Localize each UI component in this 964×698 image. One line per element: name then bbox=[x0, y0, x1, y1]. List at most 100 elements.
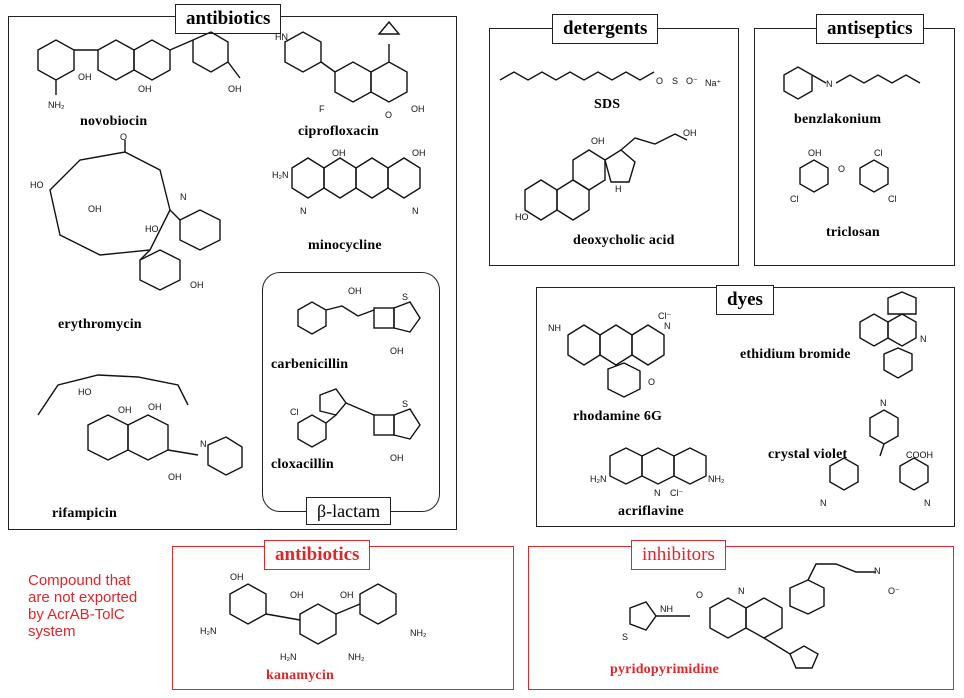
rifampicin-label: rifampicin bbox=[52, 506, 117, 521]
svg-text:HN: HN bbox=[275, 32, 288, 42]
svg-text:N: N bbox=[924, 498, 931, 508]
carbenicillin-label: carbenicillin bbox=[271, 357, 349, 372]
antibiotics-panel bbox=[8, 16, 457, 530]
svg-text:OH: OH bbox=[348, 286, 362, 296]
svg-text:OH: OH bbox=[88, 204, 102, 214]
svg-text:N: N bbox=[180, 192, 187, 202]
crystal-violet-label: crystal violet bbox=[768, 447, 848, 462]
svg-text:OH: OH bbox=[78, 72, 92, 82]
pyridopyrimidine-label: pyridopyrimidine bbox=[610, 662, 719, 677]
svg-text:N: N bbox=[200, 439, 207, 449]
svg-text:OH: OH bbox=[138, 84, 152, 94]
crystal-violet-structure: N COOH N N bbox=[820, 398, 933, 508]
deoxycholic-acid-structure: HO OH OH H bbox=[515, 128, 697, 222]
sds-label: SDS bbox=[594, 97, 621, 112]
dyes-panel bbox=[536, 287, 955, 527]
ethidium-bromide-label: ethidium bromide bbox=[740, 347, 851, 362]
deoxycholic-acid-label: deoxycholic acid bbox=[573, 233, 675, 248]
rifampicin-structure: HO OH OH N OH bbox=[37, 374, 243, 482]
svg-text:N: N bbox=[300, 206, 307, 216]
svg-text:N: N bbox=[820, 498, 827, 508]
svg-text:N: N bbox=[738, 586, 745, 596]
acriflavine-structure: H₂N NH₂ N Cl⁻ bbox=[590, 447, 725, 498]
svg-text:Cl: Cl bbox=[888, 194, 897, 204]
svg-text:O: O bbox=[385, 110, 392, 120]
antiseptics-title: antiseptics bbox=[816, 14, 924, 44]
svg-text:OH: OH bbox=[230, 572, 244, 582]
svg-text:Cl: Cl bbox=[790, 194, 799, 204]
svg-text:OH: OH bbox=[118, 405, 132, 415]
svg-text:S: S bbox=[672, 76, 678, 86]
detergents-panel bbox=[489, 28, 739, 266]
benzlakonium-structure: N bbox=[783, 66, 921, 100]
svg-text:OH: OH bbox=[683, 128, 697, 138]
erythromycin-label: erythromycin bbox=[58, 317, 142, 332]
svg-text:N: N bbox=[412, 206, 419, 216]
svg-text:O⁻: O⁻ bbox=[686, 76, 698, 86]
novobiocin-structure: NH₂ OH OH OH bbox=[37, 31, 242, 110]
cloxacillin-label: cloxacillin bbox=[271, 457, 334, 472]
svg-text:OH: OH bbox=[390, 453, 404, 463]
svg-text:N: N bbox=[654, 488, 661, 498]
svg-text:OH: OH bbox=[148, 402, 162, 412]
rhodamine-6g-structure: NH N Cl⁻ O bbox=[548, 311, 671, 398]
svg-text:NH₂: NH₂ bbox=[410, 628, 427, 638]
svg-text:NH₂: NH₂ bbox=[348, 652, 365, 662]
not-exported-note: Compound that are not exported by AcrAB-… bbox=[28, 572, 138, 640]
svg-text:COOH: COOH bbox=[906, 450, 933, 460]
svg-text:OH: OH bbox=[591, 136, 605, 146]
svg-text:O: O bbox=[838, 164, 845, 174]
svg-text:OH: OH bbox=[228, 84, 242, 94]
svg-text:Cl⁻: Cl⁻ bbox=[670, 488, 683, 498]
svg-text:OH: OH bbox=[332, 148, 346, 158]
svg-text:O: O bbox=[656, 76, 663, 86]
benzlakonium-label: benzlakonium bbox=[794, 112, 882, 127]
svg-text:N: N bbox=[874, 566, 881, 576]
svg-text:O: O bbox=[120, 132, 127, 142]
svg-text:HO: HO bbox=[515, 212, 529, 222]
beta-lactam-title: β-lactam bbox=[306, 497, 392, 525]
svg-text:Cl: Cl bbox=[290, 407, 299, 417]
antiseptics-panel bbox=[754, 28, 955, 266]
svg-text:OH: OH bbox=[168, 472, 182, 482]
svg-text:S: S bbox=[402, 399, 408, 409]
minocycline-label: minocycline bbox=[308, 238, 382, 253]
pyridopyrimidine-structure: NH O N N O⁻ S bbox=[622, 563, 900, 669]
svg-text:S: S bbox=[622, 632, 628, 642]
svg-text:N: N bbox=[664, 321, 671, 331]
svg-text:HO: HO bbox=[145, 224, 159, 234]
svg-text:NH₂: NH₂ bbox=[708, 474, 725, 484]
svg-text:Na⁺: Na⁺ bbox=[705, 78, 722, 88]
triclosan-structure: O OH Cl Cl Cl bbox=[790, 148, 897, 204]
antibiotics-nonexported-panel bbox=[172, 546, 514, 690]
cloxacillin-structure: Cl S OH bbox=[290, 388, 421, 463]
ciprofloxacin-label: ciprofloxacin bbox=[298, 124, 379, 139]
svg-text:NH₂: NH₂ bbox=[48, 100, 65, 110]
dyes-title: dyes bbox=[716, 285, 774, 315]
svg-text:H₂N: H₂N bbox=[590, 474, 607, 484]
svg-text:H₂N: H₂N bbox=[280, 652, 297, 662]
inhibitors-title: inhibitors bbox=[631, 540, 726, 570]
svg-text:HO: HO bbox=[30, 180, 44, 190]
sds-structure: O S O⁻ Na⁺ bbox=[499, 71, 722, 88]
ethidium-bromide-structure: N bbox=[859, 291, 927, 379]
svg-text:F: F bbox=[319, 104, 325, 114]
novobiocin-label: novobiocin bbox=[80, 114, 148, 129]
svg-text:O⁻: O⁻ bbox=[888, 586, 900, 596]
svg-text:OH: OH bbox=[808, 148, 822, 158]
svg-text:OH: OH bbox=[340, 590, 354, 600]
antibiotics-title: antibiotics bbox=[175, 4, 282, 34]
triclosan-label: triclosan bbox=[826, 225, 880, 240]
kanamycin-structure: OH H₂N OH OH H₂N NH₂ NH₂ bbox=[200, 572, 427, 662]
svg-text:OH: OH bbox=[290, 590, 304, 600]
kanamycin-label: kanamycin bbox=[266, 668, 334, 683]
rhodamine-6g-label: rhodamine 6G bbox=[573, 409, 663, 424]
svg-text:O: O bbox=[696, 590, 703, 600]
antibiotics-nonexported-title: antibiotics bbox=[264, 540, 371, 570]
acriflavine-label: acriflavine bbox=[618, 504, 684, 519]
ciprofloxacin-structure: HN F O OH bbox=[275, 20, 425, 120]
svg-text:N: N bbox=[826, 79, 833, 89]
svg-text:OH: OH bbox=[390, 346, 404, 356]
svg-text:H₂N: H₂N bbox=[272, 170, 289, 180]
erythromycin-structure: O HO OH N HO OH bbox=[30, 132, 221, 291]
